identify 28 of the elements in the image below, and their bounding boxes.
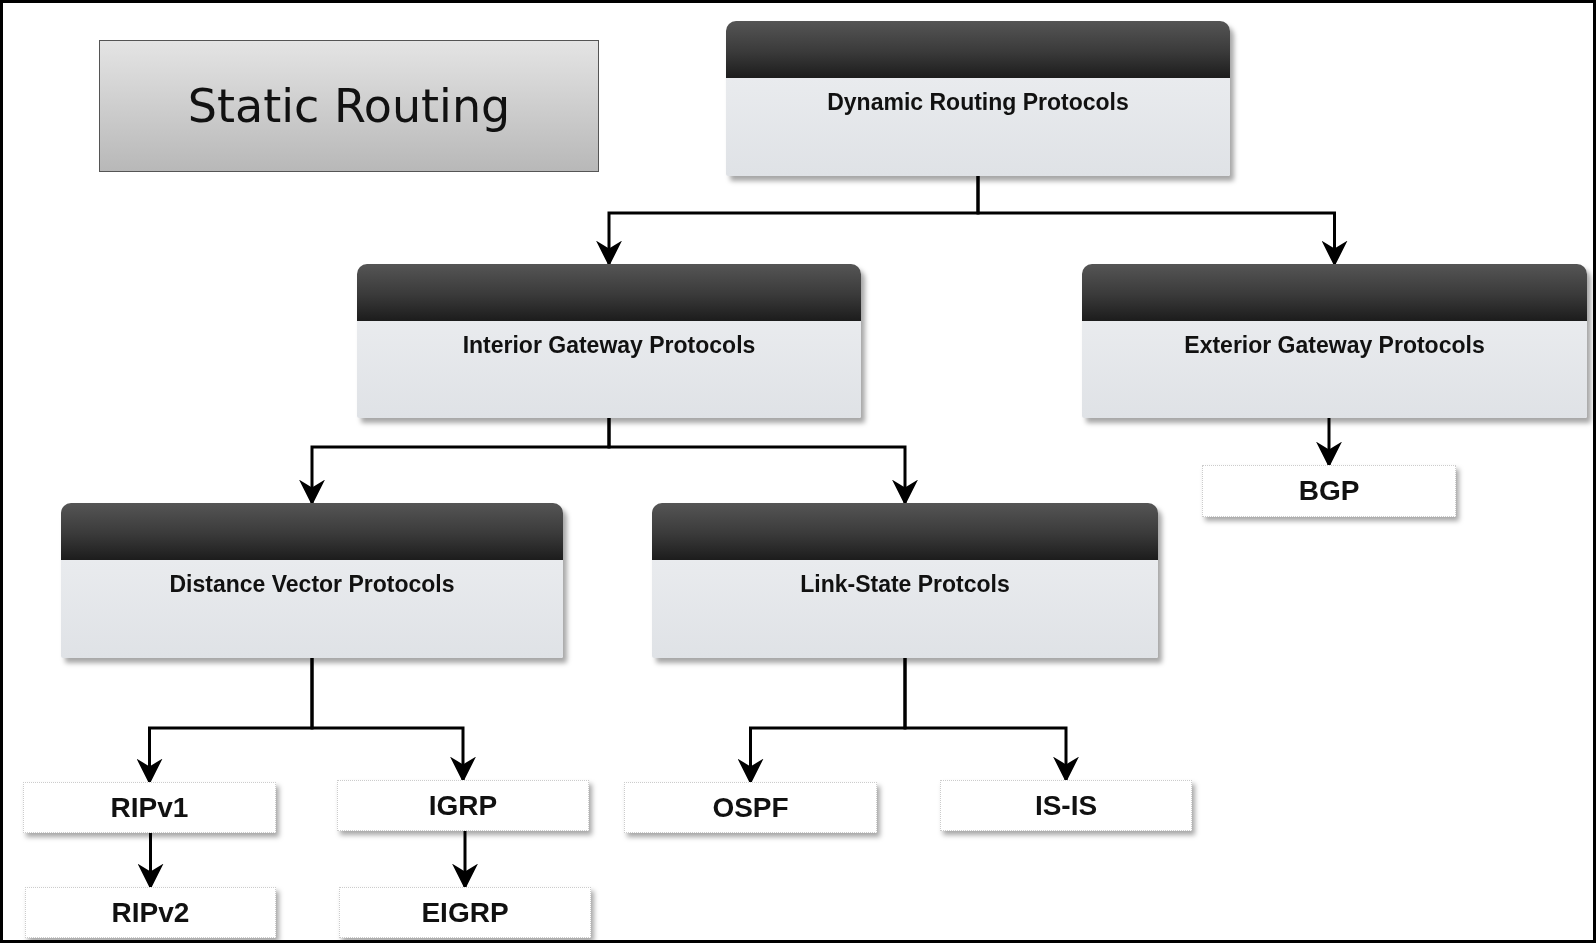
node-label: RIPv2: [111, 896, 190, 929]
node-label: IGRP: [428, 789, 498, 822]
node-label: OSPF: [712, 791, 789, 824]
protocol-box: [337, 780, 589, 831]
category-box: [61, 503, 563, 658]
category-box: [357, 264, 861, 418]
node-label: BGP: [1298, 475, 1360, 507]
node-label: Link-State Protcols: [800, 571, 1010, 598]
node-label: RIPv1: [110, 791, 189, 824]
node-label: Dynamic Routing Protocols: [827, 89, 1129, 116]
protocol-box: [25, 887, 276, 938]
node-label: EIGRP: [421, 896, 509, 929]
category-box: [1082, 264, 1587, 418]
routing-box: [99, 40, 599, 172]
node-label: Exterior Gateway Protocols: [1184, 332, 1485, 359]
protocol-box: [1202, 465, 1456, 517]
protocol-box: [339, 887, 591, 938]
arrow: [607, 418, 918, 506]
protocol-box: [940, 780, 1192, 831]
node-label: Distance Vector Protocols: [169, 571, 455, 598]
protocol-box: [624, 782, 877, 833]
node-label: Static Routing: [187, 79, 511, 133]
node-label: Interior Gateway Protocols: [462, 332, 756, 359]
arrow: [976, 176, 1348, 267]
category-box: [652, 503, 1158, 658]
node-label: IS-IS: [1034, 789, 1098, 822]
category-box: [726, 21, 1230, 176]
protocol-box: [23, 782, 276, 833]
